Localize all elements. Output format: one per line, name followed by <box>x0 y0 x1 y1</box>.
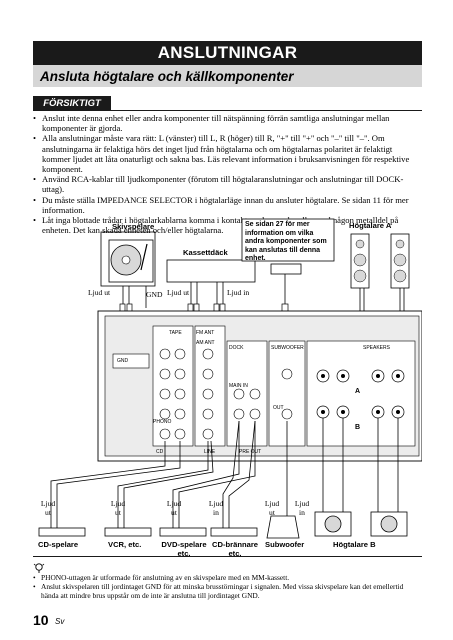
caution-label: FÖRSIKTIGT <box>33 96 111 110</box>
rca-jacks <box>159 348 293 440</box>
vcr-label: VCR, etc. <box>108 540 142 549</box>
caution-item: Låt inga blottade trådar i högtalarkabla… <box>33 215 422 235</box>
cassette-deck <box>166 259 256 283</box>
panel-a-label: A <box>355 388 361 395</box>
notes-list: PHONO-uttagen är utformade för anslutnin… <box>33 573 422 600</box>
note-box <box>241 218 335 262</box>
dvd-player-label: DVD-spelare etc. <box>161 540 207 558</box>
speakers-b-label: Högtalare B <box>333 540 376 549</box>
caution-item: Anslut inte denna enhet eller andra komp… <box>33 113 422 133</box>
panel-line-label: LINE <box>204 449 216 455</box>
page-title: ANSLUTNINGAR <box>33 41 422 65</box>
subwoofer-label: Subwoofer <box>265 540 305 549</box>
page-language: Sv <box>55 617 65 626</box>
panel-gnd-label: GND <box>117 358 129 364</box>
panel-cd-label: CD <box>156 449 164 455</box>
cd-audio-out: Ljud ut <box>40 499 56 517</box>
bottom-cables <box>50 418 399 534</box>
page-number: 10 <box>33 612 49 628</box>
panel-main-in-label: MAIN IN <box>229 383 248 389</box>
caution-rule <box>33 110 422 111</box>
panel-speakers-label: SPEAKERS <box>363 345 390 351</box>
diagram-svg <box>38 218 422 539</box>
cd-recorder-label: CD-brännare etc. <box>212 540 258 558</box>
subwoofer-audio-in: Ljud in <box>294 499 310 517</box>
speakers-a <box>350 233 410 289</box>
cdr-audio-out: Ljud ut <box>264 499 280 517</box>
speaker-box-small <box>270 263 302 275</box>
note-item: PHONO-uttagen är utformade för anslutnin… <box>33 573 422 582</box>
caution-item: Alla anslutningar måste vara rätt: L (vä… <box>33 133 422 174</box>
turntable-audio-out: Ljud ut <box>88 288 111 297</box>
cdr-audio-in: Ljud in <box>208 499 224 517</box>
panel-pre-out-label: PRE OUT <box>239 449 262 455</box>
panel-out-label: OUT <box>273 405 284 411</box>
panel-am-ant-label: AM ANT <box>196 340 215 346</box>
caution-item: Använd RCA-kablar till ljudkomponenter (… <box>33 174 422 194</box>
cassette-audio-in: Ljud in <box>227 288 250 297</box>
dvd-audio-out: Ljud ut <box>166 499 182 517</box>
cassette-audio-out: Ljud ut <box>167 288 190 297</box>
notes-divider <box>33 556 422 557</box>
note-icon <box>33 561 45 573</box>
gnd-label: GND <box>146 290 163 299</box>
note-icon-glyph <box>33 563 45 573</box>
note-box-text: Se sidan 27 för mer information om vilka… <box>245 221 327 262</box>
bottom-components <box>38 511 408 539</box>
caution-list: Anslut inte denna enhet eller andra komp… <box>33 113 422 235</box>
panel-phono-label: PHONO <box>153 419 172 425</box>
vcr-audio-out: Ljud ut <box>110 499 126 517</box>
speaker-terminal-centers <box>321 374 400 414</box>
panel-b-label: B <box>355 424 361 431</box>
rear-panel <box>97 310 422 462</box>
panel-dock-label: DOCK <box>229 345 244 351</box>
turntable-label: Skivspelare <box>112 222 155 231</box>
panel-subwoofer-label: SUBWOOFER <box>271 345 304 351</box>
cassette-label: Kassettdäck <box>183 248 228 257</box>
cd-player-label: CD-spelare <box>38 540 79 549</box>
section-heading: Ansluta högtalare och källkomponenter <box>33 65 422 87</box>
connection-diagram: Skivspelare Kassettdäck Se sidan 27 för … <box>33 216 422 558</box>
panel-fm-ant-label: FM ANT <box>196 330 215 336</box>
speakers-a-label: Högtalare A <box>349 221 392 230</box>
caution-item: Du måste ställa IMPEDANCE SELECTOR i hög… <box>33 195 422 215</box>
note-item: Anslut skivspelaren till jordintaget GND… <box>33 582 422 600</box>
turntable <box>100 231 156 287</box>
panel-tape-label: TAPE <box>169 330 182 336</box>
